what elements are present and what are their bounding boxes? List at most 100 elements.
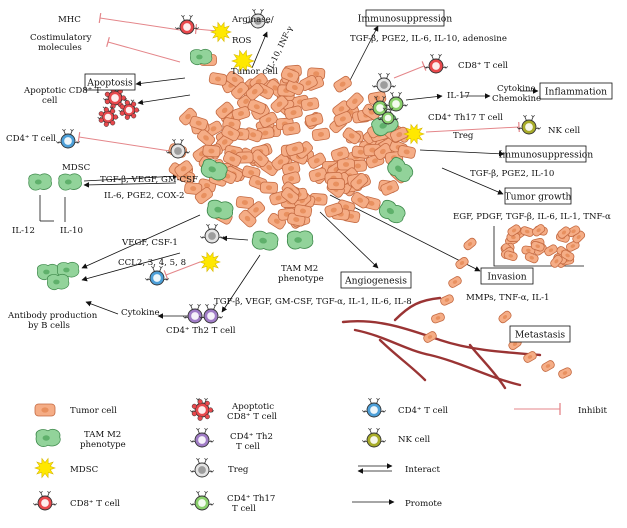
svg-text:Invasion: Invasion	[487, 272, 526, 283]
tumor-cell	[231, 106, 251, 121]
svg-text:Apoptosis: Apoptosis	[86, 78, 133, 89]
svg-text:Immunosuppression: Immunosuppression	[499, 150, 594, 161]
legend-nk-icon	[362, 428, 386, 448]
tumor-cell-growth	[503, 250, 518, 262]
th17-cell	[377, 107, 399, 125]
tumor-cell	[235, 196, 254, 209]
tumor-cell	[311, 127, 331, 142]
label-il17: IL-17	[447, 91, 470, 101]
tumor-cell-growth	[544, 244, 558, 257]
tumor-cell	[330, 146, 350, 162]
vessel-branch	[378, 338, 427, 382]
label-molecules: molecules	[38, 43, 82, 53]
legend-cd4: CD4⁺ T cell	[398, 406, 448, 416]
label-cd8-t-cell: CD8⁺ T cell	[458, 61, 508, 71]
tumor-cell-growth	[524, 252, 539, 264]
label-arginase: Arginase/	[231, 15, 274, 25]
tumor-cell	[174, 160, 193, 178]
label-cytokine-b: Cytokine	[121, 308, 160, 318]
tumor-cell	[247, 99, 267, 115]
label-growth-factors: EGF, PDGF, TGF-β, IL-6, IL-1, TNF-α	[453, 212, 611, 222]
inhibit-bar	[163, 270, 169, 280]
label-immuno-factors-top: TGF-β, PGE2, IL-6, IL-10, adenosine	[350, 34, 507, 44]
tumor-cell	[333, 75, 352, 93]
vessel-branch	[393, 296, 442, 322]
tumor-cell	[362, 103, 381, 121]
tumor-cell	[238, 209, 257, 228]
legend-mdsc: MDSC	[70, 465, 99, 475]
tumor-cell	[184, 182, 203, 196]
label-mdsc: MDSC	[62, 163, 91, 173]
arrow-il10-ifn	[251, 31, 268, 69]
label-cd4-t-cell: CD4⁺ T cell	[6, 134, 56, 144]
legend-th2-icon	[190, 428, 214, 448]
label-il10: IL-10	[60, 226, 83, 236]
label-cytokine: Cytokine	[497, 84, 536, 94]
tumor-cell-invading	[423, 331, 437, 343]
label-th17-t-cell: CD4⁺ Th17 T cell	[428, 113, 503, 123]
box-inflammation: Inflammation	[539, 82, 613, 100]
inhibit-bar	[106, 37, 110, 47]
apoptotic-cd8-cell	[97, 106, 119, 127]
inhibit-nk	[425, 126, 520, 133]
tumor-cell-growth	[572, 230, 586, 244]
tumor-cell-invading	[440, 294, 454, 306]
tumor-cell-growth	[507, 224, 521, 237]
box-metastasis: Metastasis	[509, 325, 571, 343]
tumor-cell	[397, 145, 416, 159]
legend-apoptotic-1: Apoptotic	[231, 402, 274, 412]
th2-cell	[199, 304, 223, 324]
arrow-il17	[405, 93, 443, 101]
legend-promote: Promote	[405, 499, 442, 509]
legend-tumor-cell: Tumor cell	[70, 406, 117, 416]
label-antibody-1: Antibody production	[7, 311, 98, 321]
label-mdsc-factors-1: TGF-β, VEGF, GM-CSF	[100, 175, 198, 185]
inhibit-bar	[421, 61, 427, 71]
legend-interact: Interact	[405, 465, 441, 475]
inhibit-bar	[98, 12, 102, 24]
inhibit-mdsc-cd4	[165, 261, 201, 276]
tumor-cell	[293, 204, 313, 218]
tumor-cell-invading	[558, 367, 572, 379]
tumor-cell	[231, 81, 249, 100]
label-il12: IL-12	[12, 226, 35, 236]
cells-layer	[28, 9, 586, 379]
inhibit-bar	[518, 121, 520, 133]
legend-th2-2: T cell	[236, 442, 260, 452]
tumor-cell	[390, 126, 409, 143]
mdsc-icon-top	[210, 21, 232, 43]
th2-cell	[183, 304, 207, 324]
tam-cell-left	[28, 173, 52, 191]
vessel-branch	[341, 320, 542, 357]
tumor-cell-growth	[532, 224, 546, 237]
legend-apoptotic-2: CD8⁺ T cell	[227, 412, 277, 422]
tumor-cell	[270, 95, 289, 113]
legend-tumor-icon	[34, 403, 56, 417]
label-th2-t-cell: CD4⁺ Th2 T cell	[166, 326, 236, 336]
tumor-cell	[194, 187, 214, 205]
tumor-cell	[327, 178, 345, 191]
blood-vessels	[341, 296, 542, 390]
treg-cell-right	[372, 73, 396, 93]
tumor-cell	[345, 92, 364, 111]
label-antibody-2: by B cells	[28, 321, 70, 331]
label-mdsc-factors-2: IL-6, PGE2, COX-2	[104, 191, 184, 201]
tumor-cell	[285, 79, 305, 96]
legend-nk: NK cell	[398, 435, 430, 445]
label-treg: Treg	[453, 131, 474, 141]
mdsc-icon-right	[403, 123, 425, 145]
label-nk-cell: NK cell	[548, 126, 580, 136]
arrow-vegf-csf	[81, 214, 201, 269]
legend-cd8: CD8⁺ T cell	[70, 499, 120, 509]
label-immuno-factors-right: TGF-β, PGE2, IL-10	[470, 169, 554, 179]
legend-treg: Treg	[228, 465, 249, 475]
legend-tam-1: TAM M2	[84, 430, 121, 440]
label-costimulatory: Costimulatory	[30, 33, 92, 43]
arrow-apoptosis	[135, 77, 186, 87]
tumor-cell	[221, 125, 240, 142]
tam-cell	[379, 199, 406, 224]
tumor-cell-growth	[560, 249, 575, 262]
vessel-branch	[353, 328, 522, 387]
tam-cell	[286, 230, 314, 250]
tumor-cell	[202, 144, 221, 158]
